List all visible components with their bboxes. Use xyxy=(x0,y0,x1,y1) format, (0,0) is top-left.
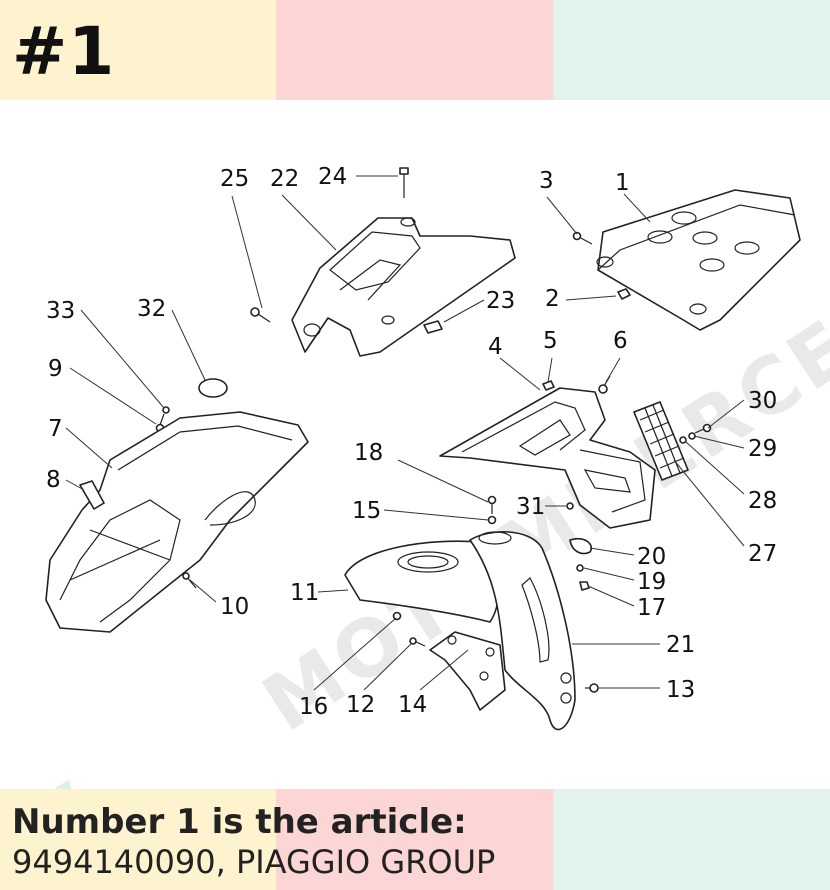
callout-18: 18 xyxy=(354,440,383,466)
part-23-nut xyxy=(423,320,443,334)
callout-17: 17 xyxy=(637,595,666,621)
callout-13: 13 xyxy=(666,677,695,703)
part-28-washer xyxy=(679,436,687,444)
article-caption: Number 1 is the article: xyxy=(12,802,467,842)
item-number-badge: #1 xyxy=(12,13,116,90)
callout-22: 22 xyxy=(270,166,299,192)
part-32-cap xyxy=(198,378,228,398)
article-code: 9494140090, PIAGGIO GROUP xyxy=(12,843,496,881)
leader-lines xyxy=(65,175,745,691)
callout-23: 23 xyxy=(486,288,515,314)
part-10-screw xyxy=(182,572,197,589)
header-band-mint xyxy=(553,0,830,100)
part-24-screw xyxy=(399,167,409,198)
callout-28: 28 xyxy=(748,488,777,514)
part-15-washer xyxy=(487,515,497,525)
callout-6: 6 xyxy=(613,328,628,354)
part-25-screw xyxy=(250,307,271,323)
callout-5: 5 xyxy=(543,328,558,354)
footer-band xyxy=(0,789,830,890)
part-13-screw xyxy=(585,683,599,693)
header-band-pink xyxy=(276,0,553,100)
callout-2: 2 xyxy=(545,286,560,312)
part-31-washer xyxy=(566,502,574,510)
callout-21: 21 xyxy=(666,632,695,658)
part-2-clip xyxy=(617,288,631,300)
part-12-screw xyxy=(409,637,426,647)
part-21-side-bracket xyxy=(469,531,576,731)
callout-8: 8 xyxy=(46,467,61,493)
part-20-cover xyxy=(569,537,592,555)
footer-band-mint xyxy=(553,789,830,890)
callout-27: 27 xyxy=(748,541,777,567)
callout-7: 7 xyxy=(48,416,63,442)
callout-24: 24 xyxy=(318,164,347,190)
callout-15: 15 xyxy=(352,498,381,524)
callout-10: 10 xyxy=(220,594,249,620)
part-8-bracket xyxy=(79,480,105,510)
callout-20: 20 xyxy=(637,544,666,570)
header-band xyxy=(0,0,830,100)
part-33-washer xyxy=(162,406,170,414)
callout-16: 16 xyxy=(299,694,328,720)
part-1-rack-cover xyxy=(596,189,801,331)
footer-band-yellow xyxy=(0,789,276,890)
footer-band-pink xyxy=(276,789,553,890)
exploded-parts-diagram: MOTOMMERCE xyxy=(45,164,830,789)
callout-12: 12 xyxy=(346,692,375,718)
callout-11: 11 xyxy=(290,580,319,606)
callout-9: 9 xyxy=(48,356,63,382)
header-band-yellow xyxy=(0,0,276,100)
callout-3: 3 xyxy=(539,168,554,194)
part-22-tunnel-cover xyxy=(291,217,516,357)
part-16-nut xyxy=(392,611,402,621)
part-30-screw xyxy=(694,423,712,434)
callout-1: 1 xyxy=(615,170,630,196)
callout-19: 19 xyxy=(637,569,666,595)
part-4-mudguard xyxy=(439,387,656,529)
callout-14: 14 xyxy=(398,692,427,718)
part-17-nut xyxy=(579,581,590,591)
part-14-support-plate xyxy=(429,631,506,711)
part-19-washer xyxy=(576,564,584,572)
part-3-screw xyxy=(572,231,593,245)
callout-33: 33 xyxy=(46,298,75,324)
part-18-screw xyxy=(487,495,497,514)
callout-31: 31 xyxy=(516,494,545,520)
callout-4: 4 xyxy=(488,334,503,360)
callout-25: 25 xyxy=(220,166,249,192)
part-5-nut xyxy=(542,380,555,391)
callout-32: 32 xyxy=(137,296,166,322)
callout-30: 30 xyxy=(748,388,777,414)
callout-labels: 25 22 24 23 3 1 2 33 32 9 7 8 10 4 5 6 1… xyxy=(46,164,777,720)
callout-29: 29 xyxy=(748,436,777,462)
